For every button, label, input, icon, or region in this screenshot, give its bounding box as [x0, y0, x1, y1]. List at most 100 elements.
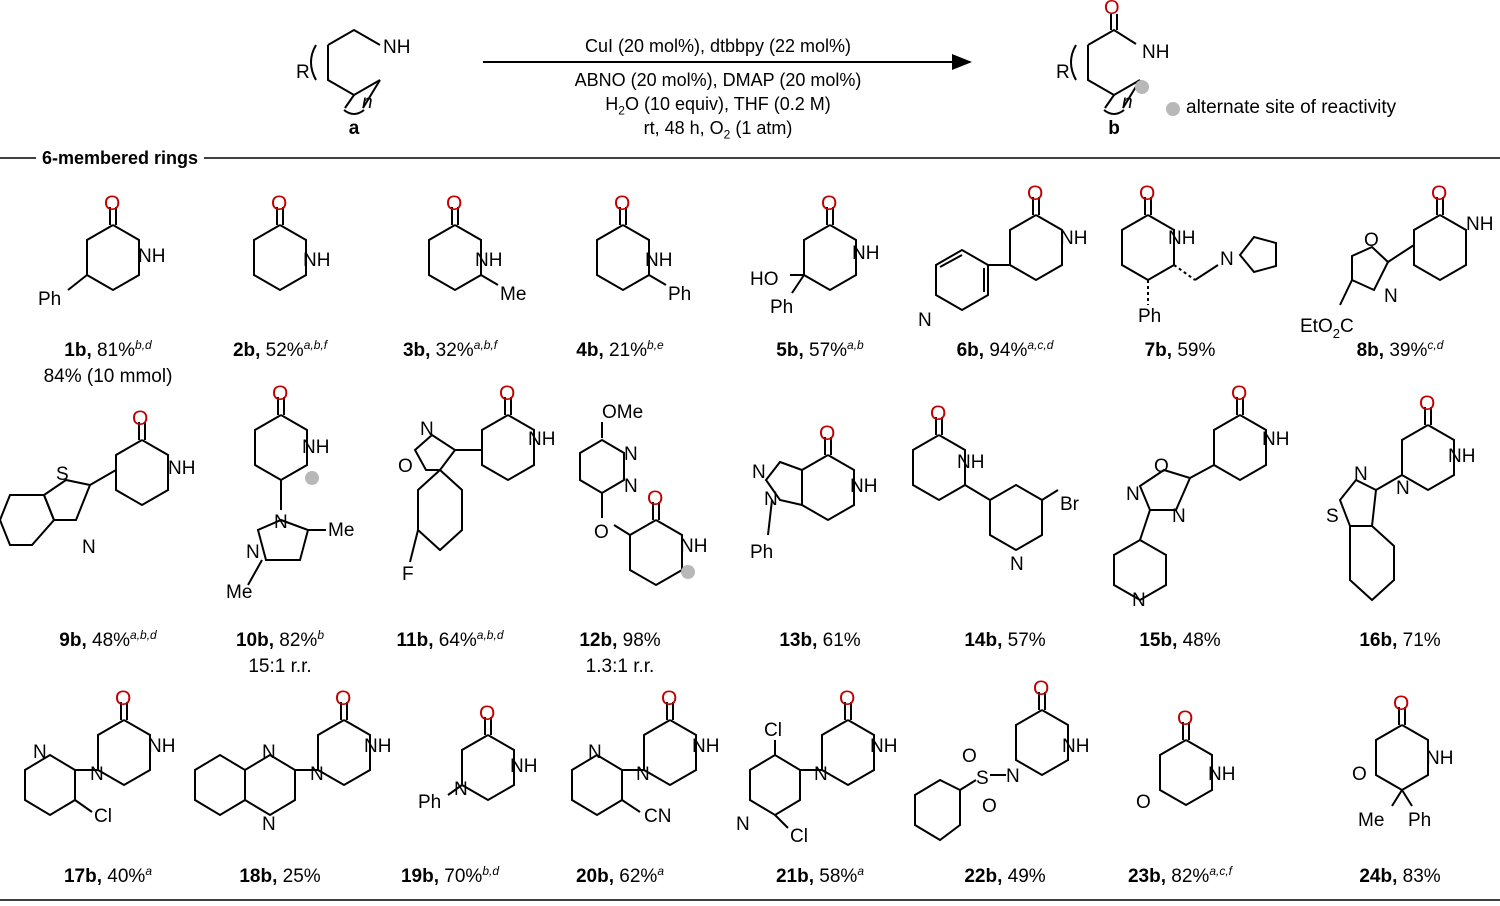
compound-label-2b: 2b, 52%a,b,f [233, 339, 327, 362]
ph-19b: Ph [418, 792, 441, 813]
structure-1b [67, 207, 140, 292]
compound-label-22b: 22b, 49% [964, 866, 1045, 888]
o-11b: O [499, 382, 515, 405]
n-19b: N [454, 779, 468, 800]
o-5b: O [821, 192, 837, 215]
structure-21b [749, 702, 875, 829]
o-8b: O [1431, 182, 1447, 205]
compound-yield: 40% [102, 866, 146, 887]
structure-12b [579, 422, 683, 587]
ph-5b: Ph [770, 297, 793, 318]
nh-12b: NH [680, 536, 707, 557]
nh-13b: NH [850, 476, 877, 497]
compound-label-19b: 19b, 70%b,d [401, 864, 500, 888]
nh-24b: NH [1426, 748, 1453, 769]
compound-yield: 39% [1384, 340, 1428, 361]
nh-7b: NH [1168, 228, 1195, 249]
footnote-marks: a,b,d [476, 628, 504, 642]
structure-15b [1113, 397, 1267, 602]
compound-yield: 48% [1177, 630, 1221, 651]
product-r: R [1056, 62, 1070, 83]
nh-20b: NH [692, 736, 719, 757]
nh-6b: NH [1060, 228, 1087, 249]
compound-yield: 62% [614, 866, 658, 887]
structure-19b [447, 717, 515, 802]
n-9b: N [82, 537, 96, 558]
n-py-21b: N [736, 814, 750, 835]
compound-label-21b: 21b, 58%a [775, 865, 864, 888]
n-py-17b: N [33, 742, 47, 763]
reactant-r: R [296, 62, 310, 83]
compound-label-16b: 16b, 71% [1359, 630, 1440, 652]
cl1-21b: Cl [764, 720, 782, 741]
footnote-marks: b,d [135, 338, 152, 352]
compound-yield: 98% [617, 630, 661, 651]
o-6b: O [1027, 182, 1043, 205]
footnote-marks: a,b,f [473, 338, 498, 352]
compound-label-5b: 5b, 57%a,b [776, 339, 863, 362]
site-dot-10b [305, 471, 319, 485]
ph-13b: Ph [750, 542, 773, 563]
product-b [1070, 14, 1141, 115]
ho-5b: HO [750, 269, 779, 290]
n-py-20b: N [588, 742, 602, 763]
footnote-marks: a,c,f [1209, 864, 1233, 878]
compound-yield: 61% [817, 630, 861, 651]
compound-yield: 57% [1002, 630, 1046, 651]
compound-label-17b: 17b, 40%a [64, 864, 153, 888]
n-7b: N [1220, 249, 1234, 270]
o-15b: O [1231, 382, 1247, 405]
o-19b: O [479, 702, 495, 725]
conditions-above-arrow: CuI (20 mol%), dtbbpy (22 mol%) [584, 36, 852, 56]
compound-id: 14b, [964, 630, 1003, 651]
compound-id: 3b, [402, 340, 431, 361]
structure-8b [1339, 197, 1467, 306]
compound-id: 24b, [1359, 866, 1398, 887]
compound-yield: 49% [1002, 866, 1046, 887]
o-2b: O [271, 192, 287, 215]
compound-id: 4b, [576, 340, 604, 361]
compound-label-4b: 4b, 21%b,e [576, 339, 663, 362]
n-ring-16b: N [1354, 464, 1368, 485]
ph-7b: Ph [1138, 306, 1161, 327]
o-4b: O [614, 192, 630, 215]
compound-label-20b: 20b, 62%a [576, 865, 664, 888]
compound-id: 12b, [579, 630, 618, 651]
compound-id: 8b, [1356, 340, 1385, 361]
compound-yield: 81% [91, 340, 136, 361]
o-3b: O [446, 192, 462, 215]
structure-4b [596, 207, 667, 292]
o2-22b: O [982, 796, 997, 817]
footnote-marks: a,b,d [130, 628, 157, 642]
n-17b: N [90, 764, 104, 785]
me-24b: Me [1358, 810, 1384, 831]
nh-19b: NH [510, 756, 537, 777]
structure-3b [428, 207, 499, 292]
nh-23b: NH [1208, 764, 1235, 785]
o-ether-12b: O [594, 522, 609, 543]
structure-13b [764, 437, 855, 536]
structure-6b [935, 197, 1063, 312]
compound-label-7b: 7b, 59% [1145, 340, 1216, 362]
compound-id: 11b, [396, 630, 434, 651]
compound-note-1b: 84% (10 mmol) [43, 366, 173, 387]
o-23b: O [1177, 707, 1193, 730]
structure-7b [1121, 197, 1277, 305]
compound-label-8b: 8b, 39%c,d [1356, 339, 1444, 362]
compound-id: 21b, [775, 866, 815, 887]
n2-13b: N [764, 489, 778, 510]
structure-18b [194, 702, 371, 817]
legend-dot [1166, 102, 1180, 116]
nh-17b: NH [148, 736, 175, 757]
footnote-marks: b,d [482, 864, 500, 878]
footnote-marks: a [145, 864, 153, 878]
compound-yield: 64% [433, 630, 477, 651]
n-18b: N [310, 764, 324, 785]
conditions-line-2: H2O (10 equiv), THF (0.2 M) [605, 94, 831, 118]
n1-13b: N [752, 462, 766, 483]
reactant-a [310, 28, 381, 115]
compound-label-10b: 10b, 82%b [236, 629, 324, 652]
compound-id: 18b, [239, 866, 278, 887]
compound-id: 16b, [1359, 630, 1398, 651]
